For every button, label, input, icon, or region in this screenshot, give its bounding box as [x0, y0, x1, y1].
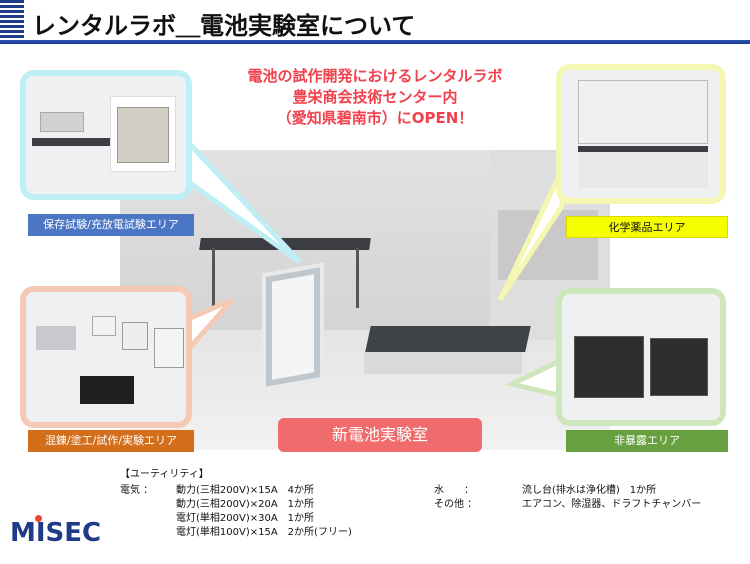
headline-line: 電池の試作開発におけるレンタルラボ — [247, 67, 503, 85]
storage-area-label: 保存試験/充放電試験エリア — [28, 214, 194, 236]
logo-dot-mark — [35, 515, 42, 522]
other-label: その他 ： — [434, 499, 478, 510]
press-machine — [80, 376, 134, 404]
page-title: レンタルラボ＿電池実験室について — [32, 12, 416, 40]
tail-green — [504, 356, 565, 400]
furnace — [122, 322, 148, 350]
chamber-photo-frame — [110, 96, 176, 172]
bench-leg — [356, 248, 359, 308]
headline-line: （愛知県碧南市）にOPEN！ — [276, 109, 474, 127]
non-exposure-area-photo — [562, 294, 720, 420]
mixing-area-label: 混錬/塗工/試作/実験エリア — [28, 430, 194, 452]
water-item: 流し台(排水は浄化槽) 1か所 — [522, 485, 657, 496]
water-label: 水 ： — [434, 485, 474, 496]
utilities-heading: 【ユーティリティ】 — [120, 469, 209, 480]
non-exposure-area-label: 非暴露エリア — [566, 430, 728, 452]
electric-item: 動力(三相200V)×15A 4か所 — [176, 485, 315, 496]
other-item: エアコン、除湿器、ドラフトチャンバー — [522, 499, 702, 510]
misec-logo: MISEC — [10, 518, 102, 548]
electric-item: 電灯(単相100V)×15A 2か所(フリー) — [176, 527, 352, 538]
bench-leg — [212, 248, 215, 308]
coater — [36, 326, 76, 350]
electric-item: 動力(三相200V)×20A 1か所 — [176, 499, 315, 510]
lab-island-base — [364, 352, 522, 374]
headline-line: 豊栄商会技術センター内 — [292, 88, 458, 106]
mixer — [92, 316, 116, 336]
tail-pink — [183, 297, 234, 359]
fume-hood-counter — [578, 146, 708, 152]
header-stripe-decoration — [0, 0, 24, 44]
mixing-area-photo — [26, 292, 186, 422]
chemical-area-photo — [562, 70, 720, 198]
header-rule — [0, 40, 750, 44]
headline: 電池の試作開発におけるレンタルラボ 豊栄商会技術センター内 （愛知県碧南市）にO… — [200, 66, 550, 129]
chemical-area-label: 化学薬品エリア — [566, 216, 728, 238]
charger-unit — [40, 112, 84, 132]
storage-area-photo-bubble — [20, 70, 192, 200]
fume-hood — [578, 80, 708, 144]
tail-yellow — [497, 168, 565, 302]
tail-cyan — [183, 133, 302, 265]
chemical-area-photo-bubble — [556, 64, 726, 204]
storage-area-photo — [26, 76, 186, 194]
electric-label: 電気 ： — [120, 485, 154, 496]
glovebox-1 — [574, 336, 644, 398]
test-chamber — [117, 107, 169, 163]
fume-hood-base — [578, 152, 708, 188]
glovebox-2 — [650, 338, 708, 396]
electric-item: 電灯(単相200V)×30A 1か所 — [176, 513, 315, 524]
mixing-area-photo-bubble — [20, 286, 192, 428]
non-exposure-area-photo-bubble — [556, 288, 726, 426]
new-lab-label: 新電池実験室 — [278, 418, 482, 452]
dryer — [154, 328, 184, 368]
bench-top — [32, 138, 122, 146]
